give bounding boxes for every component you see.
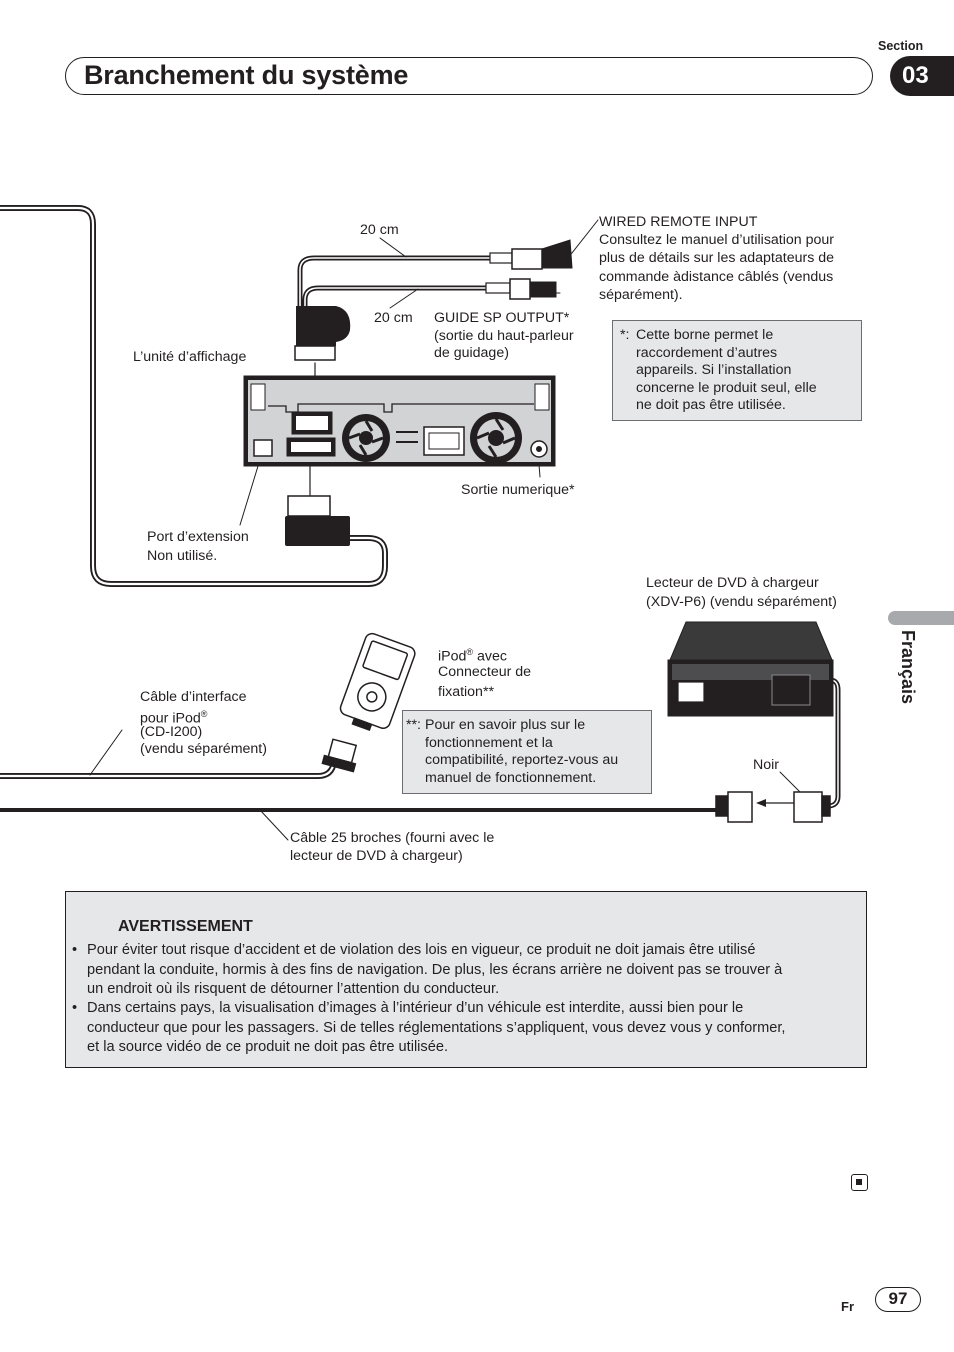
guide-sp-output-1: GUIDE SP OUTPUT* xyxy=(434,310,570,326)
display-unit-label: L’unité d’affichage xyxy=(133,349,247,365)
bullet-icon: • xyxy=(72,942,78,958)
noir-label: Noir xyxy=(753,757,780,773)
guide-sp-output-2: (sortie du haut-parleur xyxy=(434,328,574,344)
note-star-prefix: *: xyxy=(620,327,630,343)
warning-box xyxy=(65,891,867,1068)
ipod-cable-label-4: (vendu séparément) xyxy=(140,741,267,757)
note-star-text: Cette borne permet le raccordement d’aut… xyxy=(636,327,817,413)
warning-item-1: • Pour éviter tout risque d’accident et … xyxy=(72,942,783,997)
page-number: 97 xyxy=(875,1287,921,1312)
guide-sp-output-3: de guidage) xyxy=(434,345,509,361)
ipod-label-2: Connecteur de xyxy=(438,664,532,680)
ipod-label-3: fixation** xyxy=(438,684,494,700)
wired-remote-desc-1: Consultez le manuel d’utilisation pour xyxy=(599,232,835,248)
cable-25-pin-label-1: Câble 25 broches (fourni avec le xyxy=(290,830,495,846)
section-label: Section xyxy=(878,39,924,53)
ipod-label-1: iPod® avec xyxy=(438,647,507,665)
language-code: Fr xyxy=(841,1299,854,1314)
warning-item-2: • Dans certains pays, la visualisation d… xyxy=(72,1000,786,1055)
bullet-icon: • xyxy=(72,1000,78,1016)
wired-remote-desc-4: séparément). xyxy=(599,287,683,303)
dvd-changer-label-2: (XDV-P6) (vendu séparément) xyxy=(646,594,837,610)
page-title: Branchement du système xyxy=(84,60,409,90)
title-frame xyxy=(65,57,873,95)
wired-remote-desc-3: commande àdistance câblés (vendus xyxy=(599,269,834,285)
wired-remote-desc-2: plus de détails sur les adaptateurs de xyxy=(599,250,835,266)
cable-25-pin-label-2: lecteur de DVD à chargeur) xyxy=(290,848,463,864)
language-tab-marker xyxy=(888,611,954,625)
length-label-bottom: 20 cm xyxy=(374,310,413,326)
note-doublestar-text: Pour en savoir plus sur le fonctionnemen… xyxy=(425,717,619,786)
warning-title: AVERTISSEMENT xyxy=(118,918,253,935)
wired-remote-title: WIRED REMOTE INPUT xyxy=(599,214,758,230)
section-number-badge: 03 xyxy=(890,56,954,96)
length-label-top: 20 cm xyxy=(360,222,399,238)
note-double-star: **: Pour en savoir plus sur le fonctionn… xyxy=(402,710,652,794)
note-single-star: *: Cette borne permet le raccordement d’… xyxy=(612,320,862,421)
dvd-changer-label-1: Lecteur de DVD à chargeur xyxy=(646,575,819,591)
ipod-cable-label-2: pour iPod® xyxy=(140,709,208,727)
note-doublestar-prefix: **: xyxy=(406,717,421,733)
extension-port-label-1: Port d’extension xyxy=(147,529,249,545)
language-tab-label: Français xyxy=(898,630,918,705)
end-of-section-icon xyxy=(851,1174,868,1191)
ipod-cable-label-1: Câble d’interface xyxy=(140,689,247,705)
digital-output-label: Sortie numerique* xyxy=(461,482,575,498)
extension-port-label-2: Non utilisé. xyxy=(147,548,218,564)
ipod-cable-label-3: (CD-I200) xyxy=(140,724,203,740)
